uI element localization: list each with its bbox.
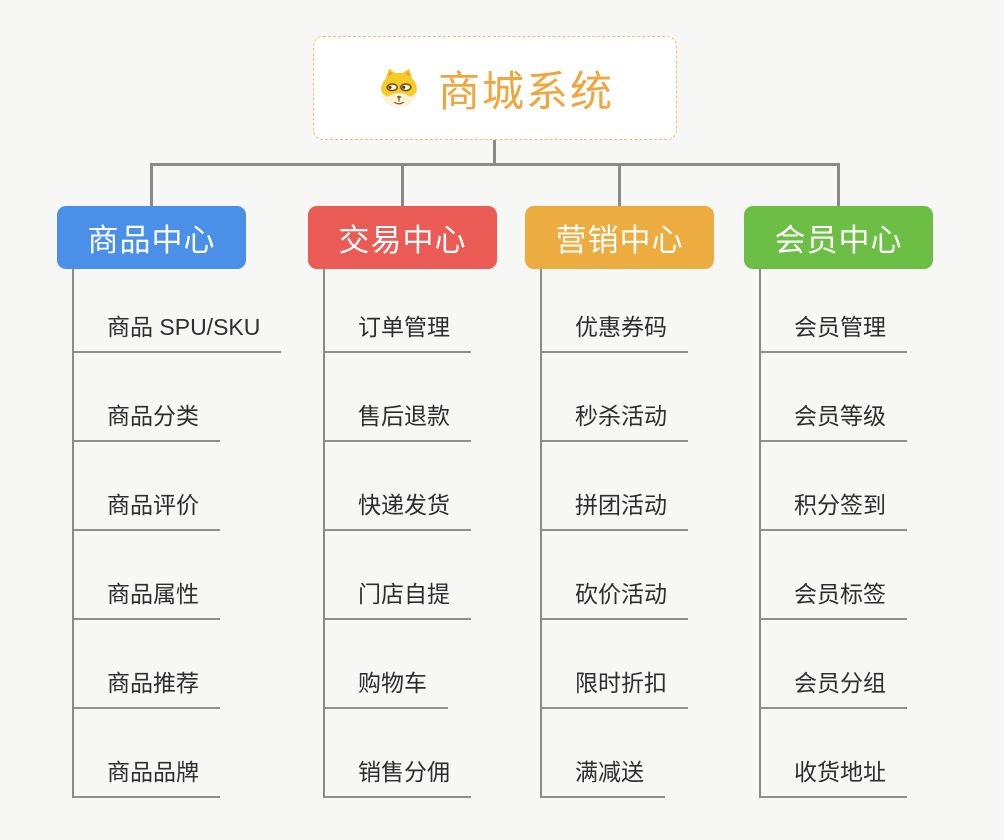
subtopic[interactable]: 砍价活动 [542, 575, 688, 620]
connector-root-stub [493, 140, 496, 166]
connector-drop [837, 163, 840, 206]
subtopic[interactable]: 购物车 [325, 664, 448, 709]
subtopic[interactable]: 积分签到 [761, 486, 907, 531]
branch-topic[interactable]: 商品中心 [57, 206, 246, 269]
subtopic[interactable]: 拼团活动 [542, 486, 688, 531]
connector-bus [150, 163, 839, 166]
subtopic-row: 满减送 [542, 709, 714, 798]
connector-drop [401, 163, 404, 206]
subtopic-row: 商品评价 [74, 442, 246, 531]
dog-face-icon [376, 65, 422, 111]
subtopic[interactable]: 会员标签 [761, 575, 907, 620]
subtopic[interactable]: 会员等级 [761, 397, 907, 442]
subtopic[interactable]: 商品评价 [74, 486, 220, 531]
subtopic-row: 会员管理 [761, 269, 933, 353]
subtopic-row: 售后退款 [325, 353, 497, 442]
subtopic-row: 优惠券码 [542, 269, 714, 353]
subtopic-row: 订单管理 [325, 269, 497, 353]
branch-children: 优惠券码秒杀活动拼团活动砍价活动限时折扣满减送 [540, 269, 714, 798]
subtopic[interactable]: 商品品牌 [74, 753, 220, 798]
subtopic-row: 拼团活动 [542, 442, 714, 531]
subtopic[interactable]: 商品 SPU/SKU [74, 308, 282, 353]
subtopic[interactable]: 商品推荐 [74, 664, 220, 709]
root-topic[interactable]: 商城系统 [313, 36, 677, 140]
subtopic-row: 砍价活动 [542, 531, 714, 620]
subtopic[interactable]: 限时折扣 [542, 664, 688, 709]
branch-topic-label: 营销中心 [555, 223, 684, 258]
branch: 交易中心 订单管理售后退款快递发货门店自提购物车销售分佣 [308, 206, 497, 798]
root-topic-title: 商城系统 [437, 67, 614, 115]
subtopic[interactable]: 订单管理 [325, 308, 471, 353]
branch-topic[interactable]: 营销中心 [525, 206, 714, 269]
subtopic-row: 会员标签 [761, 531, 933, 620]
subtopic[interactable]: 快递发货 [325, 486, 471, 531]
subtopic-row: 商品分类 [74, 353, 246, 442]
connector-drop [150, 163, 153, 206]
subtopic-row: 会员等级 [761, 353, 933, 442]
branch-topic-label: 商品中心 [87, 223, 216, 258]
subtopic[interactable]: 门店自提 [325, 575, 471, 620]
subtopic[interactable]: 收货地址 [761, 753, 907, 798]
subtopic-row: 秒杀活动 [542, 353, 714, 442]
branch-topic[interactable]: 会员中心 [744, 206, 933, 269]
subtopic-row: 会员分组 [761, 620, 933, 709]
branch-children: 会员管理会员等级积分签到会员标签会员分组收货地址 [759, 269, 933, 798]
subtopic[interactable]: 商品属性 [74, 575, 220, 620]
branch-children: 商品 SPU/SKU 商品分类商品评价商品属性商品推荐商品品牌 [72, 269, 282, 798]
subtopic-row: 购物车 [325, 620, 497, 709]
subtopic-row: 限时折扣 [542, 620, 714, 709]
subtopic-row: 收货地址 [761, 709, 933, 798]
branch-topic-label: 会员中心 [774, 223, 903, 258]
branch: 商品中心 商品 SPU/SKU 商品分类商品评价商品属性商品推荐商品品牌 [57, 206, 282, 798]
branch-children: 订单管理售后退款快递发货门店自提购物车销售分佣 [323, 269, 497, 798]
branch: 营销中心 优惠券码秒杀活动拼团活动砍价活动限时折扣满减送 [525, 206, 714, 798]
subtopic-row: 商品属性 [74, 531, 246, 620]
subtopic-row: 积分签到 [761, 442, 933, 531]
subtopic[interactable]: 售后退款 [325, 397, 471, 442]
subtopic-row: 快递发货 [325, 442, 497, 531]
branch-topic[interactable]: 交易中心 [308, 206, 497, 269]
subtopic[interactable]: 优惠券码 [542, 308, 688, 353]
subtopic-row: 销售分佣 [325, 709, 497, 798]
subtopic-row: 商品推荐 [74, 620, 246, 709]
subtopic[interactable]: 商品分类 [74, 397, 220, 442]
subtopic[interactable]: 满减送 [542, 753, 665, 798]
branch: 会员中心 会员管理会员等级积分签到会员标签会员分组收货地址 [744, 206, 933, 798]
subtopic[interactable]: 销售分佣 [325, 753, 471, 798]
subtopic-row: 商品品牌 [74, 709, 246, 798]
subtopic[interactable]: 秒杀活动 [542, 397, 688, 442]
subtopic-row: 门店自提 [325, 531, 497, 620]
branch-topic-label: 交易中心 [338, 223, 467, 258]
connector-drop [618, 163, 621, 206]
subtopic[interactable]: 会员管理 [761, 308, 907, 353]
subtopic-row: 商品 SPU/SKU [74, 269, 282, 353]
subtopic[interactable]: 会员分组 [761, 664, 907, 709]
